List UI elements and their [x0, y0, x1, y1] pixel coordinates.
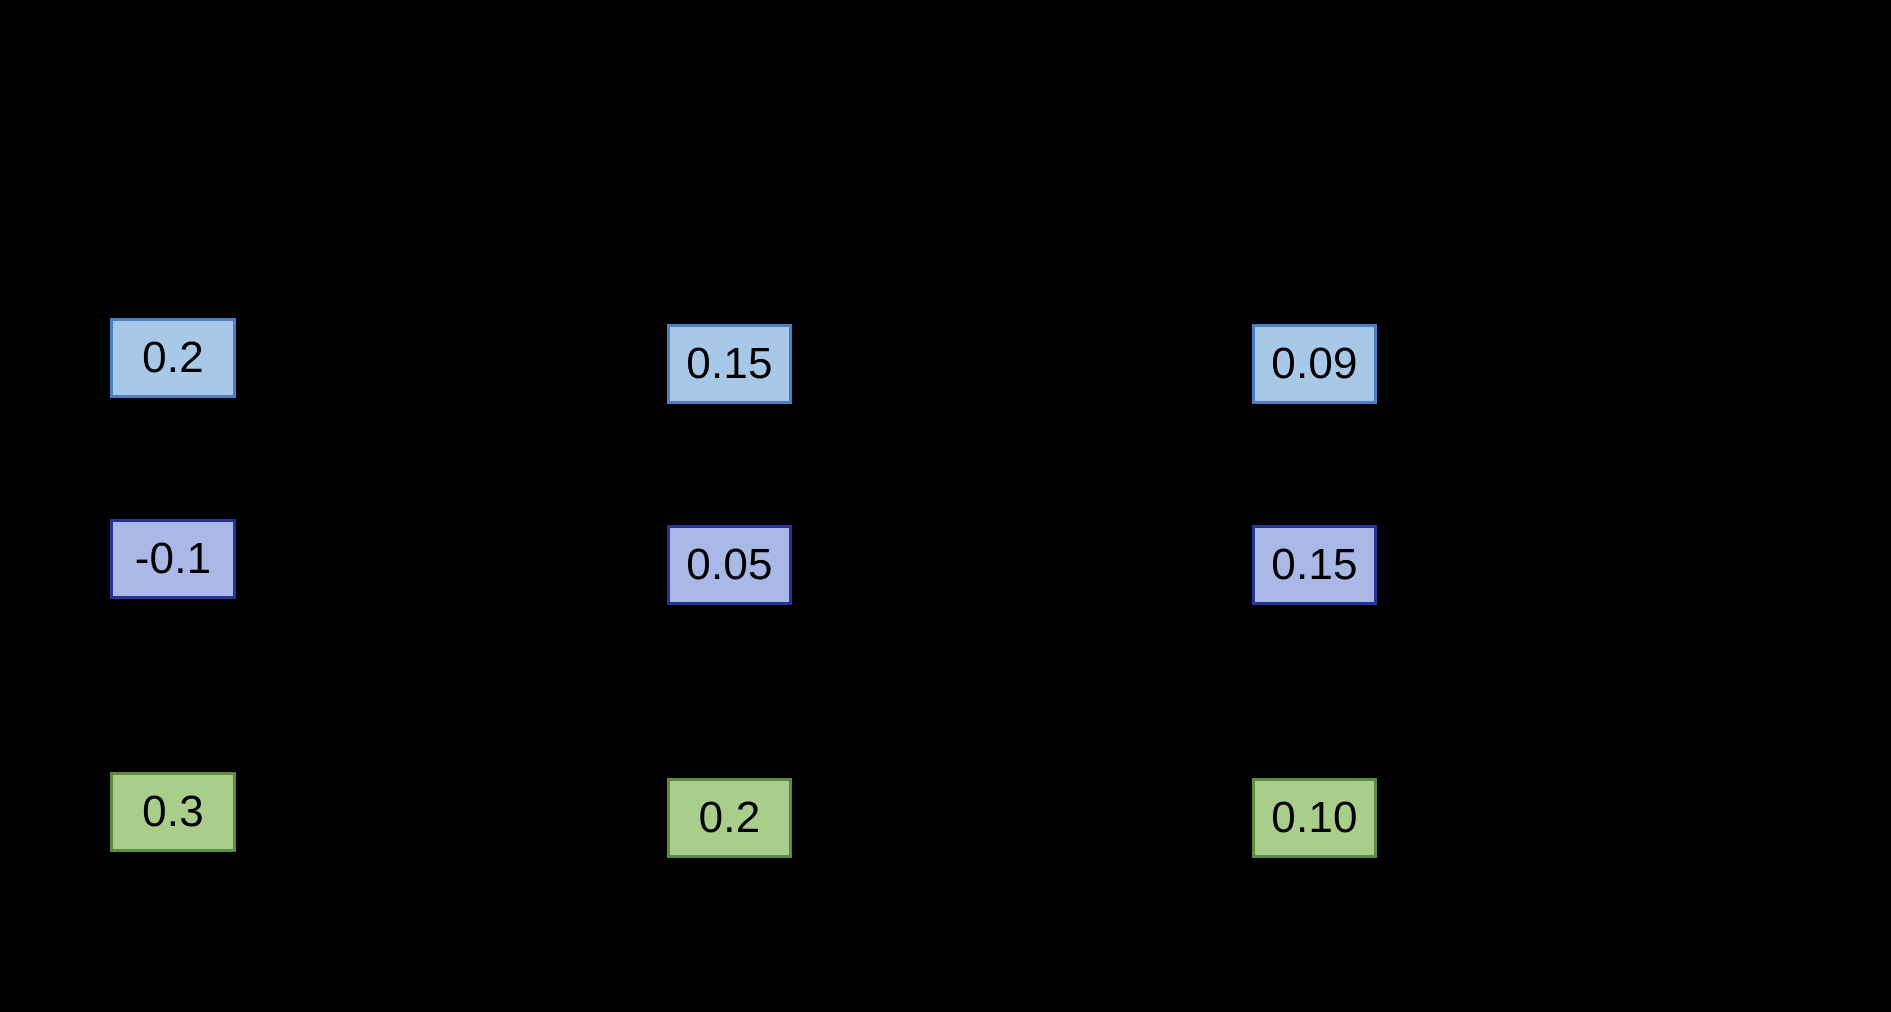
value-box-r1c1[interactable]: 0.2 [110, 318, 236, 398]
value-label: -0.1 [134, 534, 212, 583]
value-label: 0.2 [142, 333, 204, 382]
value-box-r3c1[interactable]: 0.3 [110, 772, 236, 852]
value-label: 0.10 [1271, 793, 1358, 842]
value-label: 0.09 [1271, 339, 1358, 388]
value-box-r3c2[interactable]: 0.2 [667, 778, 792, 858]
value-label: 0.05 [686, 540, 773, 589]
value-box-r3c3[interactable]: 0.10 [1252, 778, 1377, 858]
value-box-r2c2[interactable]: 0.05 [667, 525, 792, 605]
value-box-r2c3[interactable]: 0.15 [1252, 525, 1377, 605]
value-box-r1c3[interactable]: 0.09 [1252, 324, 1377, 404]
value-box-r1c2[interactable]: 0.15 [667, 324, 792, 404]
value-label: 0.3 [142, 787, 204, 836]
value-box-r2c1[interactable]: -0.1 [110, 519, 236, 599]
value-label: 0.2 [698, 793, 761, 842]
value-label: 0.15 [686, 339, 773, 388]
value-label: 0.15 [1271, 540, 1358, 589]
